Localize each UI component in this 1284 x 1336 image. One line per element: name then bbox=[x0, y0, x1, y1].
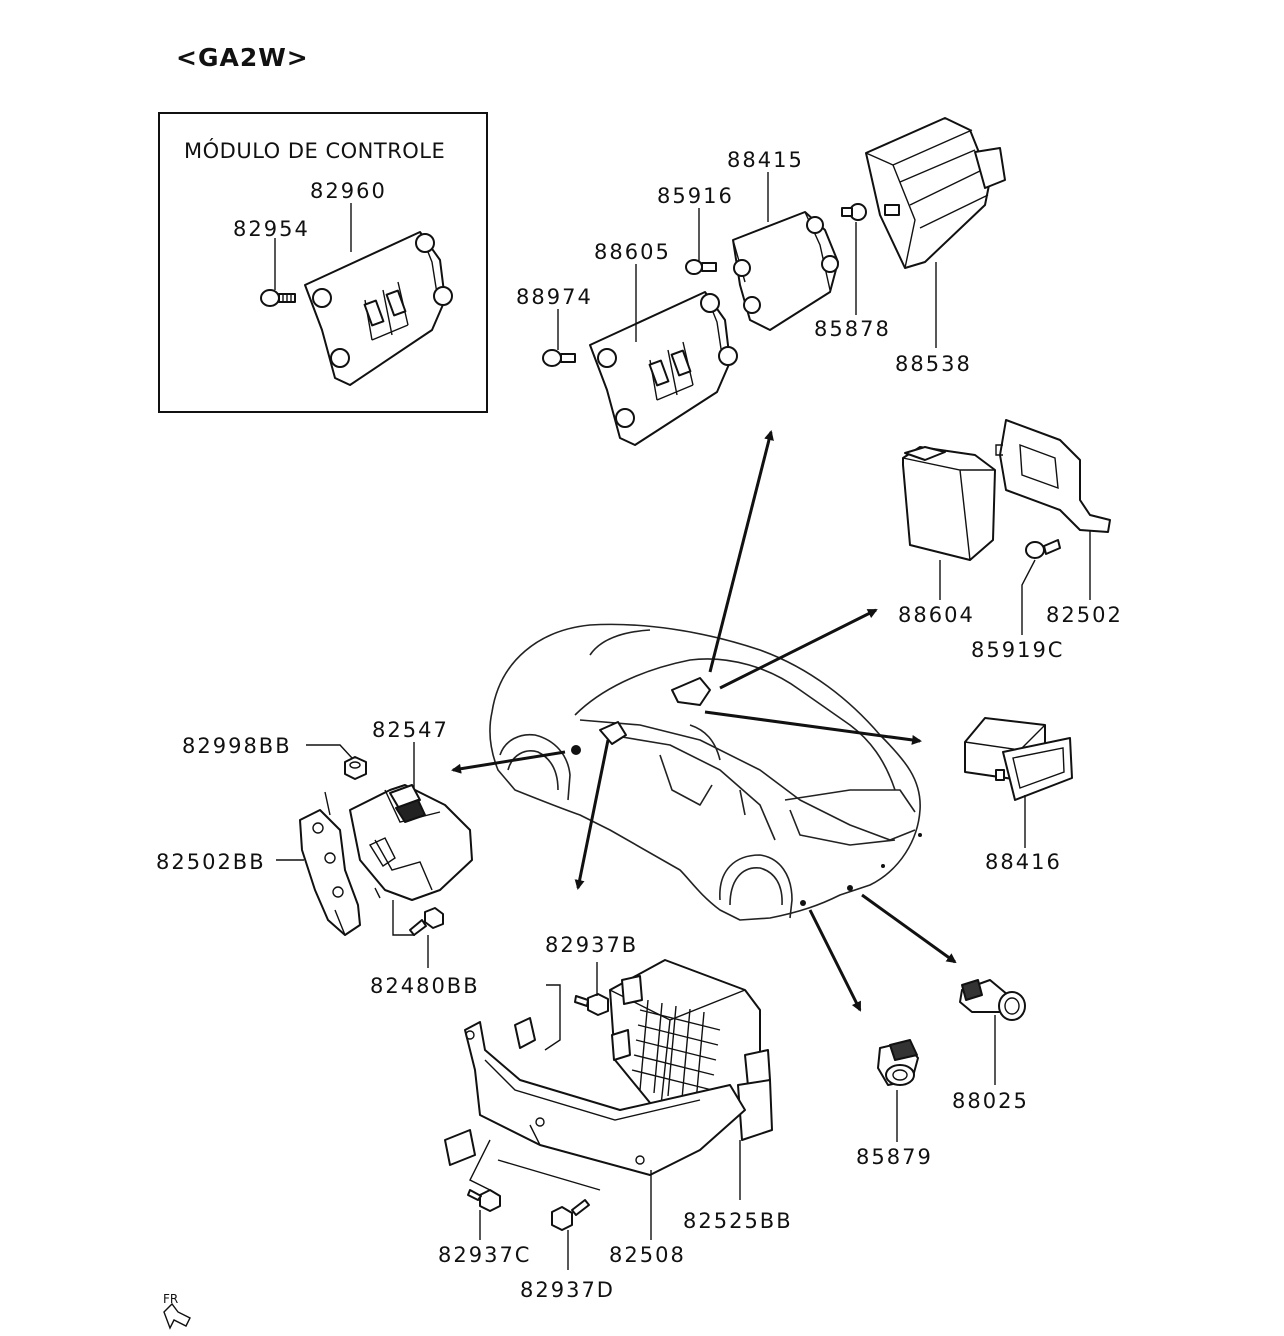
label-88605: 88605 bbox=[594, 240, 671, 264]
module-82547 bbox=[349, 784, 473, 901]
label-82937D: 82937D bbox=[520, 1278, 615, 1302]
inset-title: MÓDULO DE CONTROLE bbox=[184, 138, 445, 163]
arrow-to-82508 bbox=[574, 739, 610, 890]
bolt-88974 bbox=[542, 349, 576, 367]
label-85919C: 85919C bbox=[971, 638, 1064, 662]
sensor-88025 bbox=[959, 979, 1026, 1021]
label-82937B: 82937B bbox=[545, 933, 638, 957]
vehicle-sensor-point-3 bbox=[881, 864, 885, 868]
bolt-82937D bbox=[551, 1199, 590, 1231]
label-82954: 82954 bbox=[233, 217, 310, 241]
bolt-82937C bbox=[467, 1189, 501, 1212]
diagram-title: <GA2W> bbox=[176, 43, 309, 72]
control-module-inset: MÓDULO DE CONTROLE 82960 82954 bbox=[158, 112, 488, 413]
module-88538 bbox=[865, 117, 1006, 269]
leader-82998BB bbox=[306, 744, 353, 759]
arrow-to-88604 bbox=[719, 608, 878, 690]
front-direction-mark: FR bbox=[163, 1292, 191, 1330]
label-85879: 85879 bbox=[856, 1145, 933, 1169]
sensor-85879 bbox=[877, 1039, 919, 1086]
label-82502BB: 82502BB bbox=[156, 850, 266, 874]
bolt-82480BB bbox=[409, 907, 444, 936]
label-88974: 88974 bbox=[516, 285, 593, 309]
label-88415: 88415 bbox=[727, 148, 804, 172]
leader-82937C bbox=[479, 1159, 601, 1240]
label-88416: 88416 bbox=[985, 850, 1062, 874]
label-85916: 85916 bbox=[657, 184, 734, 208]
inset-frame bbox=[158, 112, 488, 413]
bolt-82954 bbox=[260, 289, 296, 307]
label-82960: 82960 bbox=[310, 179, 387, 203]
module-88605 bbox=[589, 291, 738, 446]
label-82937C: 82937C bbox=[438, 1243, 531, 1267]
label-85878: 85878 bbox=[814, 317, 891, 341]
leader-82547-pin bbox=[374, 887, 381, 899]
vehicle-module-location bbox=[671, 677, 711, 706]
leader-85919C bbox=[1021, 559, 1036, 635]
arrow-to-85879 bbox=[808, 909, 862, 1012]
label-88604: 88604 bbox=[898, 603, 975, 627]
label-82480BB: 82480BB bbox=[370, 974, 480, 998]
leader-bracket-dashes bbox=[469, 984, 561, 1191]
vehicle-outline bbox=[489, 623, 922, 921]
front-direction-label: FR bbox=[163, 1292, 178, 1306]
arrow-to-upper-modules bbox=[708, 430, 774, 673]
bracket-82502 bbox=[995, 419, 1111, 533]
label-82547: 82547 bbox=[372, 718, 449, 742]
arrow-to-82547 bbox=[451, 750, 566, 774]
leader-82502BB-detail bbox=[324, 791, 346, 936]
bolt-85878 bbox=[841, 203, 867, 221]
arrow-to-88025 bbox=[861, 893, 957, 964]
vehicle-front-module-location bbox=[599, 721, 627, 745]
nut-82998BB bbox=[344, 756, 367, 780]
label-82502: 82502 bbox=[1046, 603, 1123, 627]
bracket-82502BB bbox=[299, 809, 361, 936]
vehicle-point-left bbox=[571, 745, 581, 755]
arrow-to-88416 bbox=[704, 710, 922, 745]
module-88415 bbox=[732, 211, 839, 331]
vehicle-sensor-point-2 bbox=[847, 885, 853, 891]
module-88604 bbox=[902, 446, 996, 561]
bolt-85916 bbox=[685, 259, 717, 275]
label-88538: 88538 bbox=[895, 352, 972, 376]
vehicle-sensor-point-4 bbox=[918, 833, 922, 837]
bracket-82525BB bbox=[444, 1017, 746, 1176]
leader-82480BB bbox=[392, 900, 429, 968]
relay-box-grid bbox=[631, 999, 721, 1103]
bolt-85919C bbox=[1025, 539, 1061, 559]
unit-88416 bbox=[964, 717, 1073, 801]
relay-box-82508 bbox=[609, 959, 773, 1141]
front-direction-arrow-icon bbox=[163, 1302, 191, 1330]
vehicle-sensor-point-1 bbox=[800, 900, 806, 906]
control-module-82960 bbox=[304, 231, 453, 386]
label-82525BB: 82525BB bbox=[683, 1209, 793, 1233]
label-82508: 82508 bbox=[609, 1243, 686, 1267]
label-88025: 88025 bbox=[952, 1089, 1029, 1113]
label-82998BB: 82998BB bbox=[182, 734, 292, 758]
bolt-82937B bbox=[574, 993, 609, 1016]
